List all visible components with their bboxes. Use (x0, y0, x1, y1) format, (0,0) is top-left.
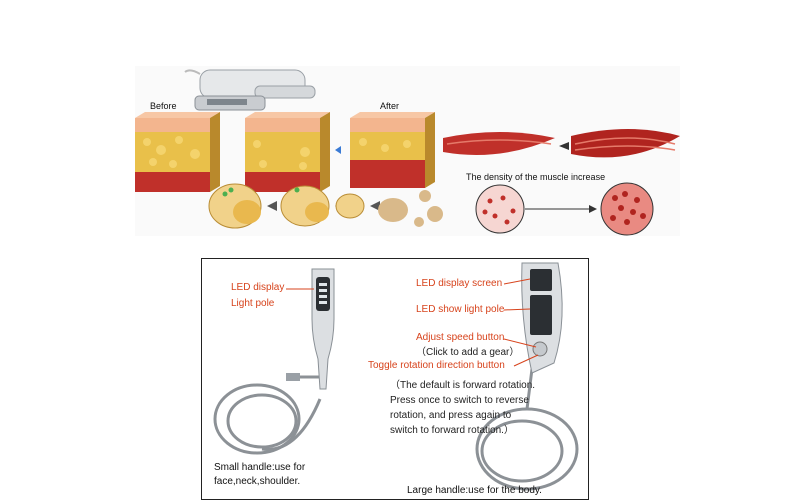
pointer-line (513, 354, 539, 367)
treatment-tissue-block (245, 112, 330, 192)
before-tissue-block (135, 112, 220, 192)
toggle-rotation-label: Toggle rotation direction button (368, 360, 505, 371)
muscle-fiber-before (443, 132, 555, 155)
light-pole-label: Light pole (231, 298, 275, 309)
small-handle-caption-2: face,neck,shoulder. (214, 476, 301, 487)
small-handle-cable-icon (213, 375, 322, 455)
handles-illustration (213, 262, 579, 491)
before-label: Before (150, 101, 177, 111)
led-display-screen-label: LED display screen (416, 278, 503, 289)
adjust-speed-button-label: Adjust speed button (416, 332, 505, 343)
led-display-label: LED display (231, 282, 285, 293)
click-gear-note: （Click to add a gear） (416, 347, 520, 358)
led-show-light-pole-label: LED show light pole (416, 304, 505, 315)
arrow-icon (335, 146, 341, 154)
top-illustration-panel: Before After The density of the muscle i… (135, 66, 680, 236)
after-label: After (380, 101, 400, 111)
arrow-icon (267, 201, 277, 211)
default-rotation-note-4: switch to forward rotation.） (390, 425, 514, 436)
arrow-icon (370, 201, 380, 211)
muscle-fiber-after (571, 129, 680, 158)
small-handle-caption-1: Small handle:use for (214, 462, 306, 473)
fat-cell-sequence (208, 183, 443, 229)
after-tissue-block (350, 112, 435, 188)
arrow-icon (559, 142, 569, 150)
pointer-line (503, 278, 531, 285)
pointer-line (503, 338, 537, 348)
small-handle-device (286, 268, 335, 390)
large-handle-cable-icon (475, 368, 579, 491)
handles-panel: LED display Light pole Small handle:use … (201, 258, 589, 500)
muscle-density-after-circle (600, 182, 654, 236)
large-handle-caption: Large handle:use for the body. (407, 485, 542, 496)
handpiece-device-icon (184, 69, 316, 111)
default-rotation-note-1: （The default is forward rotation. (390, 380, 536, 391)
arrow-icon (589, 205, 597, 213)
pointer-line (503, 308, 531, 311)
muscle-density-before-circle (475, 184, 525, 234)
muscle-density-caption: The density of the muscle increase (466, 172, 606, 182)
default-rotation-note-2: Press once to switch to reverse (390, 395, 529, 406)
default-rotation-note-3: rotation, and press again to (390, 410, 512, 421)
fat-muscle-illustration (135, 69, 680, 236)
